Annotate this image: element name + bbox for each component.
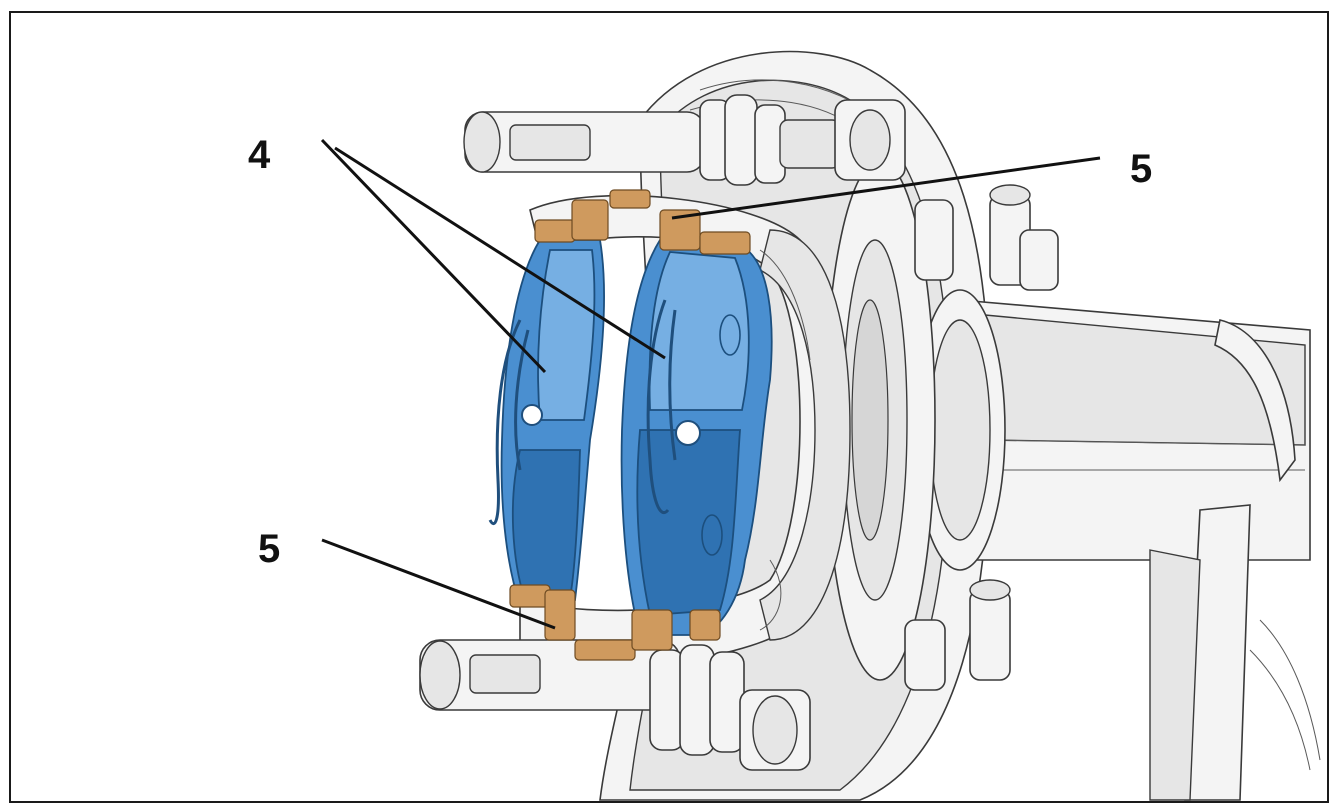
leader-line-5-top-clip xyxy=(671,156,1101,220)
brake-pad-inner xyxy=(488,239,606,606)
wheel-bolts xyxy=(904,184,1059,691)
callout-5-bottom-clips: 5 xyxy=(258,527,280,571)
illustration xyxy=(419,50,1321,801)
callout-4-brake-pads: 4 xyxy=(248,133,271,177)
callouts: 4 5 5 xyxy=(248,133,1152,571)
leader-lines xyxy=(320,138,1101,630)
callout-5-top-clips: 5 xyxy=(1130,147,1152,191)
brake-pad-outer xyxy=(620,239,773,636)
leader-line-4-inner-pad xyxy=(320,138,547,374)
anti-rattle-clips xyxy=(509,189,751,661)
leader-line-4-outer-pad xyxy=(334,146,666,360)
guide-pin-top xyxy=(463,94,906,186)
leader-line-5-bottom-clip xyxy=(321,538,556,630)
wheel-hub xyxy=(824,159,1321,801)
